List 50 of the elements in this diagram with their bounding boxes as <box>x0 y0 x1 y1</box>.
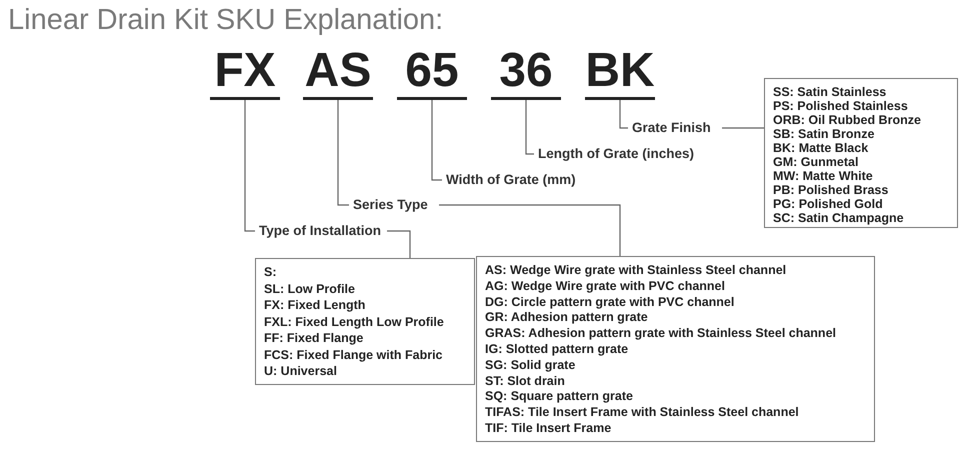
code-definition: SQ: Square pattern grate <box>485 389 634 404</box>
code-definition: SC: Satin Champagne <box>773 211 905 225</box>
code-definition: PS: Polished Stainless <box>773 99 909 113</box>
field-label: Length of Grate (inches) <box>538 145 710 163</box>
leader-line <box>337 100 349 206</box>
code-list-box <box>764 78 958 228</box>
code-definition: AG: Wedge Wire grate with PVC channel <box>485 278 726 293</box>
field-label: Series Type <box>353 196 435 214</box>
code-definition: SS: Satin Stainless <box>773 85 888 99</box>
code-definition: ORB: Oil Rubbed Bronze <box>773 113 922 127</box>
code-definition: DG: Circle pattern grate with PVC channel <box>485 294 736 309</box>
field-label: Width of Grate (mm) <box>446 171 594 189</box>
code-definition: U: Universal <box>264 364 338 378</box>
code-definition: BK: Matte Black <box>773 141 870 155</box>
code-list-box <box>255 258 475 385</box>
code-definition: GM: Gunmetal <box>773 155 860 169</box>
leader-line <box>619 100 628 129</box>
code-definition: SL: Low Profile <box>264 282 356 296</box>
code-definition: FXL: Fixed Length Low Profile <box>264 314 445 328</box>
leader-line <box>244 100 255 232</box>
code-definition: S: <box>264 265 278 279</box>
code-definition: MW: Matte White <box>773 169 874 183</box>
code-definition: PG: Polished Gold <box>773 197 884 211</box>
code-definition: TIFAS: Tile Insert Frame with Stainless Steel channel <box>485 405 800 420</box>
sku-code-segment: BK <box>585 50 655 100</box>
leader-line <box>431 100 442 181</box>
sku-code-segment: 65 <box>397 50 467 100</box>
code-definition: FX: Fixed Length <box>264 298 366 312</box>
code-definition: FCS: Fixed Flange with Fabric <box>264 348 444 362</box>
sku-code-segment: FX <box>210 50 280 100</box>
code-definition: SG: Solid grate <box>485 358 576 372</box>
field-label: Type of Installation <box>259 222 383 240</box>
leader-line <box>722 127 764 129</box>
code-definition: AS: Wedge Wire grate with Stainless Steel channel <box>485 263 788 277</box>
code-definition: GR: Adhesion pattern grate <box>485 310 649 324</box>
leader-line <box>439 204 621 256</box>
diagram-title: Linear Drain Kit SKU Explanation: <box>8 6 444 35</box>
code-definition: FF: Fixed Flange <box>264 331 364 345</box>
code-list-box <box>476 256 875 442</box>
leader-line <box>525 100 534 155</box>
sku-code-segment: 36 <box>491 50 561 100</box>
leader-line <box>387 230 411 258</box>
code-definition: PB: Polished Brass <box>773 183 890 197</box>
code-definition: GRAS: Adhesion pattern grate with Stainless Steel channel <box>485 326 837 340</box>
sku-code-segment: AS <box>303 50 373 100</box>
code-definition: IG: Slotted pattern grate <box>485 342 630 356</box>
code-definition: ST: Slot drain <box>485 374 566 388</box>
code-definition: TIF: Tile Insert Frame <box>485 420 612 435</box>
code-definition: SB: Satin Bronze <box>773 127 876 141</box>
field-label: Grate Finish <box>632 119 718 137</box>
